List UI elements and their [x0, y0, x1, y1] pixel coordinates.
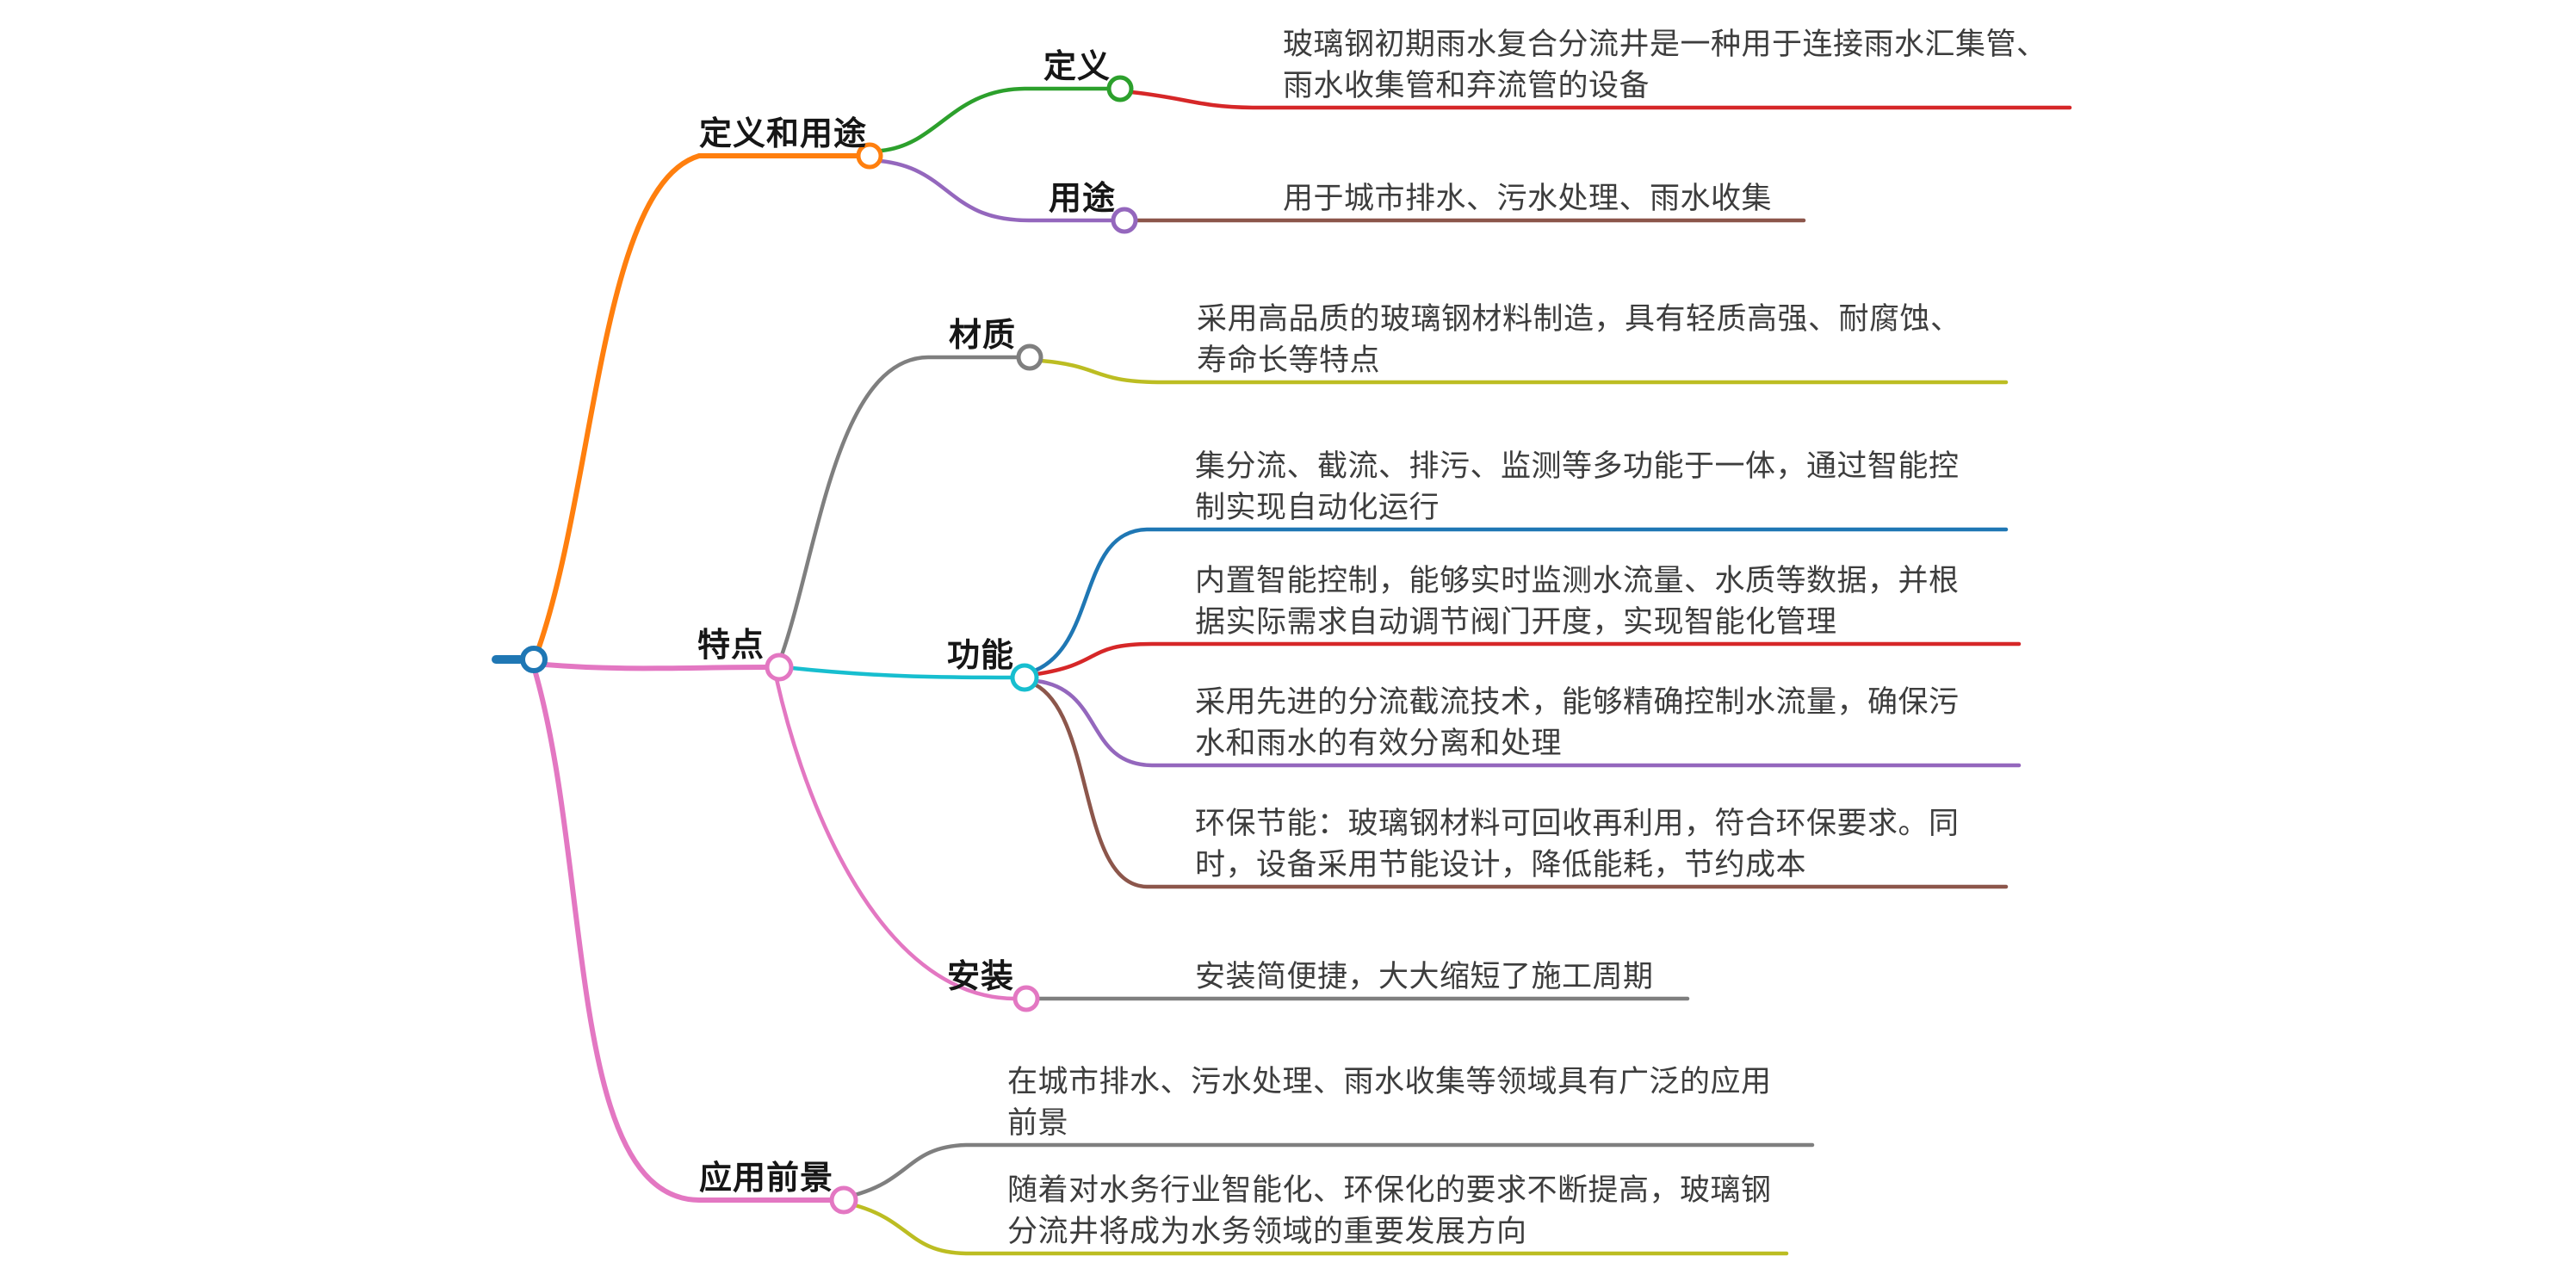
leaf-underline-prospects-leaf-1: [852, 1142, 1815, 1197]
leaf-text-usage-leaf-1-line-1: 用于城市排水、污水处理、雨水收集: [1283, 182, 1773, 215]
branch-link-usage: [878, 158, 1116, 223]
branch-link-definition-usage: [536, 153, 861, 650]
node-label-material[interactable]: 材质: [949, 318, 1017, 354]
leaf-underline-function-leaf-4: [1032, 682, 2009, 889]
leaf-text-installation-leaf-1-line-1: 安装简便捷，大大缩短了施工周期: [1195, 960, 1654, 993]
branch-link-function: [790, 665, 1015, 680]
branch-link-definition: [879, 86, 1112, 153]
node-label-features[interactable]: 特点: [697, 628, 765, 664]
leaf-text-prospects-leaf-2-line-2: 分流井将成为水务领域的重要发展方向: [1007, 1215, 1527, 1248]
leaf-underline-material-leaf-1: [1038, 358, 2009, 385]
leaf-underline-prospects-leaf-2: [852, 1203, 1789, 1256]
leaf-text-function-leaf-2-line-1: 内置智能控制，能够实时监测水流量、水质等数据，并根: [1195, 564, 1960, 597]
branch-link-application-prospects: [532, 667, 834, 1203]
node-circle-features[interactable]: [765, 653, 794, 682]
leaf-text-function-leaf-3-line-1: 采用先进的分流截流技术，能够精确控制水流量，确保污: [1195, 685, 1960, 719]
leaf-text-definition-leaf-1-line-2: 雨水收集管和弃流管的设备: [1283, 69, 1650, 102]
leaf-text-prospects-leaf-2-line-1: 随着对水务行业智能化、环保化的要求不断提高，玻璃钢: [1007, 1173, 1772, 1207]
node-circle-function[interactable]: [1010, 663, 1039, 692]
leaf-text-function-leaf-3-line-2: 水和雨水的有效分离和处理: [1195, 727, 1563, 760]
leaf-text-definition-leaf-1-line-1: 玻璃钢初期雨水复合分流井是一种用于连接雨水汇集管、: [1283, 28, 2047, 61]
leaf-text-function-leaf-1-line-1: 集分流、截流、排污、监测等多功能于一体，通过智能控: [1195, 449, 1960, 483]
node-circle-installation[interactable]: [1012, 985, 1040, 1012]
node-label-installation[interactable]: 安装: [947, 959, 1015, 995]
leaf-underline-function-leaf-1: [1032, 527, 2009, 673]
branch-link-installation: [774, 677, 1018, 1001]
leaf-text-function-leaf-2-line-2: 据实际需求自动调节阀门开度，实现智能化管理: [1195, 605, 1837, 639]
node-label-usage[interactable]: 用途: [1049, 181, 1117, 217]
node-label-function[interactable]: 功能: [947, 638, 1015, 674]
branch-link-features: [533, 661, 770, 671]
leaf-text-prospects-leaf-1-line-2: 前景: [1007, 1106, 1069, 1140]
leaf-underline-definition-leaf-1: [1129, 90, 2072, 110]
leaf-text-material-leaf-1-line-1: 采用高品质的玻璃钢材料制造，具有轻质高强、耐腐蚀、: [1197, 302, 1961, 336]
branch-link-material: [779, 355, 1021, 658]
leaf-text-function-leaf-1-line-2: 制实现自动化运行: [1195, 491, 1440, 524]
node-circle-application-prospects[interactable]: [829, 1185, 858, 1215]
leaf-text-material-leaf-1-line-2: 寿命长等特点: [1197, 343, 1381, 377]
node-label-definition-usage[interactable]: 定义和用途: [699, 116, 868, 152]
node-label-definition[interactable]: 定义: [1043, 49, 1112, 85]
node-circle-definition-usage[interactable]: [856, 142, 883, 170]
node-circle-material[interactable]: [1016, 343, 1043, 371]
leaf-text-prospects-leaf-1-line-1: 在城市排水、污水处理、雨水收集等领域具有广泛的应用: [1007, 1065, 1772, 1098]
leaf-text-function-leaf-4-line-1: 环保节能：玻璃钢材料可回收再利用，符合环保要求。同: [1195, 807, 1960, 840]
root-node-circle[interactable]: [520, 646, 548, 673]
leaf-text-function-leaf-4-line-2: 时，设备采用节能设计，降低能耗，节约成本: [1195, 848, 1807, 882]
node-label-application-prospects[interactable]: 应用前景: [699, 1160, 834, 1197]
leaf-underline-function-leaf-3: [1034, 678, 2022, 768]
node-circle-usage[interactable]: [1111, 207, 1138, 234]
node-circle-definition[interactable]: [1106, 75, 1134, 102]
leaf-underline-function-leaf-2: [1034, 641, 2022, 677]
